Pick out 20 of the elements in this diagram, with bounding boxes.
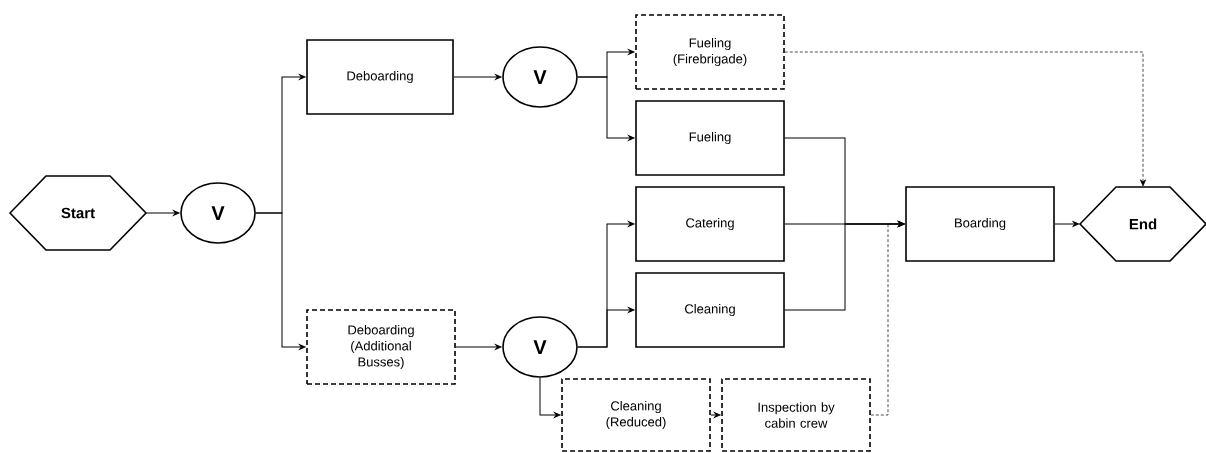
process-box: Catering: [635, 186, 785, 262]
process-box: Boarding: [905, 186, 1055, 262]
arrow: [145, 210, 180, 216]
arrow: [784, 51, 1147, 187]
process-box: Cleaning (Reduced): [561, 378, 711, 452]
process-box: Cleaning: [635, 272, 785, 348]
arrow: [455, 344, 502, 350]
process-box: Deboarding (Additional Busses): [306, 309, 456, 385]
arrow: [870, 221, 905, 416]
process-box: Fueling: [635, 100, 785, 176]
process-box: Inspection by cabin crew: [721, 378, 871, 452]
arrow: [710, 412, 721, 418]
arrow: [577, 307, 635, 348]
arrow: [453, 74, 502, 80]
arrow: [1054, 221, 1080, 227]
arrow: [577, 76, 635, 141]
arrow: [255, 212, 306, 350]
process-box: Deboarding: [306, 39, 454, 115]
process-box: Fueling (Firebrigade): [635, 14, 785, 90]
arrow: [539, 377, 561, 418]
